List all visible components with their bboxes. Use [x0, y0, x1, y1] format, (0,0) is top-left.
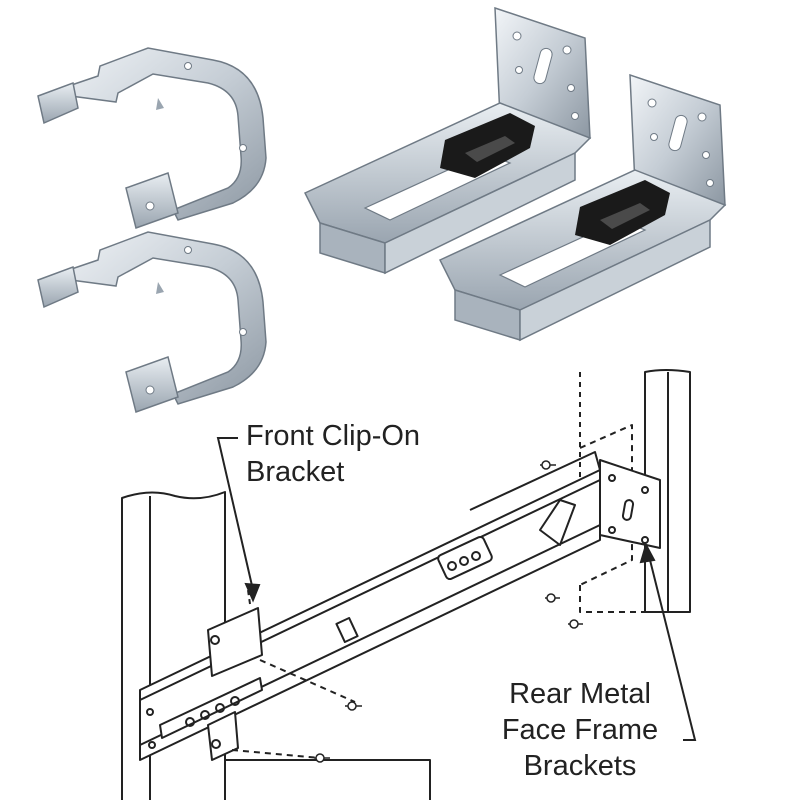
mounting-screws	[314, 460, 583, 763]
front-label-line-1: Front Clip-On	[246, 420, 421, 452]
rear-bracket-diagram	[599, 459, 661, 549]
screw-icon	[568, 619, 583, 629]
front-label-line-2: Bracket	[246, 456, 345, 488]
front-clip-on-bracket-bottom	[37, 231, 267, 413]
screw-icon	[345, 701, 362, 711]
rear-metal-face-frame-brackets-label: Rear Metal Face Frame Brackets	[480, 676, 680, 784]
rear-label-line-3: Brackets	[523, 750, 637, 782]
screw-icon	[540, 460, 556, 470]
rear-label-line-2: Face Frame	[501, 714, 659, 746]
installation-line-drawing	[121, 369, 691, 800]
rear-label-line-1: Rear Metal	[509, 678, 651, 710]
front-clip-on-bracket-label: Front Clip-On Bracket	[246, 418, 420, 490]
front-clip-on-bracket-top	[37, 47, 267, 229]
front-clip-on-bracket-diagram	[207, 607, 263, 677]
label-leaders	[216, 437, 697, 741]
screw-icon	[314, 753, 330, 763]
left-face-frame	[121, 491, 226, 800]
screw-icon	[545, 593, 560, 603]
right-cabinet-panel	[644, 369, 691, 613]
